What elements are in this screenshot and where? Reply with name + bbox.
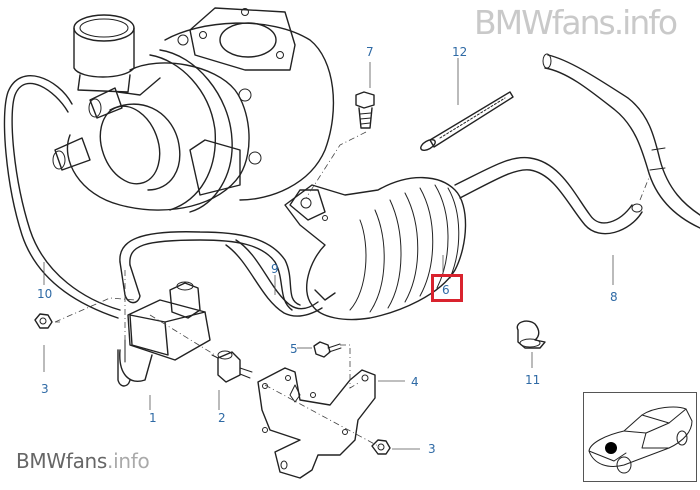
part-12-cable-tie <box>420 91 514 151</box>
callout-6[interactable]: 6 <box>442 283 450 297</box>
vehicle-locator-inset <box>583 392 697 482</box>
callout-2[interactable]: 2 <box>218 411 226 425</box>
callout-8[interactable]: 8 <box>610 290 618 304</box>
part-6-vacuum-reservoir <box>284 176 467 321</box>
callout-9[interactable]: 9 <box>271 262 279 276</box>
hose-10 <box>3 75 121 319</box>
watermark-bottom: BMWfans.info <box>16 449 150 473</box>
assembly-line-7-6 <box>305 131 367 199</box>
assembly-line-5-4 <box>340 344 361 389</box>
turbocharger-drawing <box>52 7 335 213</box>
part-5-bolt <box>313 341 342 358</box>
callout-7[interactable]: 7 <box>366 45 374 59</box>
callout-1[interactable]: 1 <box>149 411 157 425</box>
part-3-nut-right <box>371 439 391 455</box>
callout-3-right[interactable]: 3 <box>428 442 436 456</box>
car-location-icon <box>588 406 693 474</box>
callout-12[interactable]: 12 <box>452 45 467 59</box>
assembly-line-3-1 <box>54 297 136 323</box>
part-11-clip <box>516 320 546 349</box>
engine-location-marker <box>605 442 617 454</box>
callout-3-left[interactable]: 3 <box>41 382 49 396</box>
callout-11[interactable]: 11 <box>525 373 540 387</box>
watermark-bottom-suffix: .info <box>107 449 150 473</box>
hose-part-1-connector <box>119 231 301 311</box>
part-7-bolt <box>355 91 375 129</box>
highlight-box-part-6 <box>431 274 463 302</box>
part-1-pressure-converter <box>117 281 211 387</box>
watermark-bottom-main: BMWfans <box>16 449 108 473</box>
callout-5[interactable]: 5 <box>290 342 298 356</box>
assembly-line-8 <box>639 174 651 201</box>
part-2-damper <box>211 350 253 383</box>
hose-8 <box>454 53 700 235</box>
hose-9 <box>225 239 323 317</box>
callout-4[interactable]: 4 <box>411 375 419 389</box>
part-4-bracket <box>257 367 376 479</box>
assembly-line-4-3 <box>264 384 381 448</box>
watermark-top: BMWfans.info <box>474 3 678 42</box>
callout-10[interactable]: 10 <box>37 287 52 301</box>
part-3-nut-left <box>34 313 53 329</box>
